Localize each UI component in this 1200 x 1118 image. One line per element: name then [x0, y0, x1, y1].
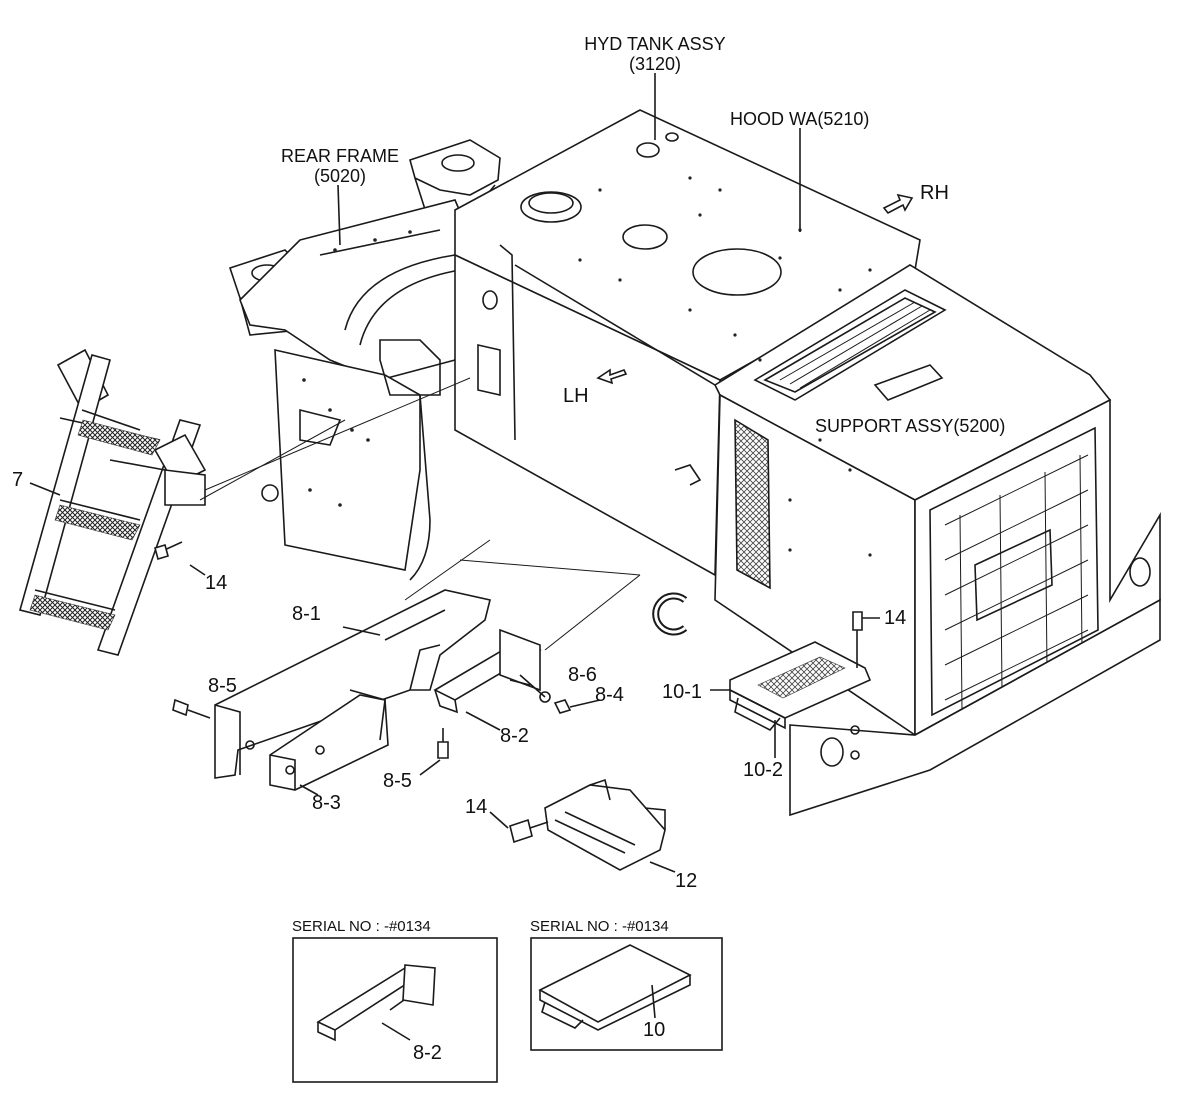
inset-left-serial: SERIAL NO : -#0134: [292, 918, 431, 935]
part-8-5-label-bottom: 8-5: [383, 770, 412, 792]
part-8-2-label: 8-2: [500, 725, 529, 747]
part-8-3-label: 8-3: [312, 792, 341, 814]
bolt-14-left: [154, 541, 183, 561]
part-14-label-right: 14: [884, 607, 907, 629]
direction-arrows: [596, 193, 914, 385]
rh-label: RH: [920, 182, 949, 204]
part-12-label: 12: [675, 870, 698, 892]
rear-frame-title: REAR FRAME: [280, 146, 399, 166]
inset-left: [292, 937, 498, 1083]
part-14-label-bottom: 14: [465, 796, 488, 818]
part-8-6-label: 8-6: [568, 664, 597, 686]
bracket-part-12: [509, 778, 666, 871]
part-7-label: 7: [12, 469, 24, 491]
part-8-1-label: 8-1: [292, 603, 321, 625]
leader-lines: [29, 73, 880, 873]
hood-label: HOOD WA(5210): [730, 109, 870, 129]
hyd-tank-title: HYD TANK ASSY: [584, 34, 726, 54]
part-10-2-label: 10-2: [743, 759, 784, 781]
hyd-tank-code: (3120): [628, 54, 682, 74]
inset-right-serial: SERIAL NO : -#0134: [530, 918, 669, 935]
support-assy-label: SUPPORT ASSY(5200): [815, 416, 1006, 436]
ladder-part-7: [19, 348, 207, 656]
part-14-label-left: 14: [205, 572, 228, 594]
rear-frame-drawing: [228, 139, 501, 581]
part-10-1-label: 10-1: [662, 681, 703, 703]
inset-left-part: 8-2: [413, 1042, 442, 1064]
part-8-5-label-top: 8-5: [208, 675, 237, 697]
inset-right: [530, 937, 723, 1051]
logo-mark: [652, 592, 688, 636]
step-frame-part-8: [172, 589, 601, 791]
lh-label: LH: [563, 385, 589, 407]
rear-frame-code: (5020): [313, 166, 367, 186]
inset-right-part: 10: [643, 1019, 666, 1041]
part-8-4-label: 8-4: [595, 684, 624, 706]
support-assy-drawing: [713, 264, 1161, 817]
